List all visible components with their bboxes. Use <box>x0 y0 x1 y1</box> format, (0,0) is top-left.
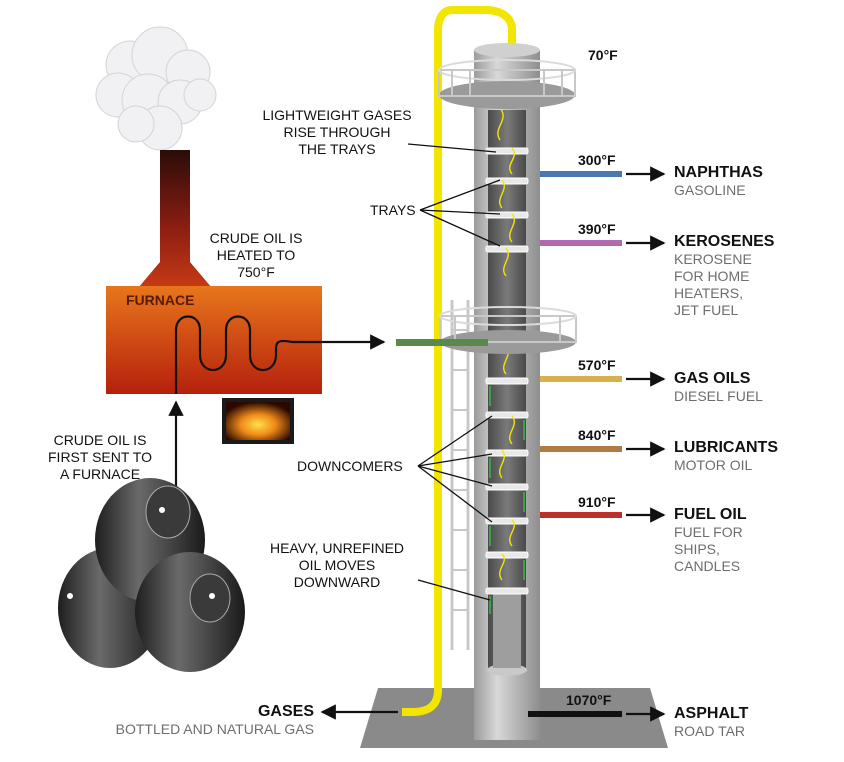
product-kerosenes: KEROSENES KEROSENE FOR HOME HEATERS, JET… <box>674 232 774 319</box>
smoke-cloud-icon <box>95 26 217 151</box>
temp-fuel-oil: 910°F <box>578 494 616 510</box>
tower-inner <box>488 110 526 670</box>
gases-desc: BOTTLED AND NATURAL GAS <box>115 721 314 737</box>
product-lubricants: LUBRICANTS MOTOR OIL <box>674 438 778 474</box>
downcomer-arrows <box>489 386 525 614</box>
temp-lubricants: 840°F <box>578 427 616 443</box>
product-name: LUBRICANTS <box>674 439 778 456</box>
trays-label: TRAYS <box>370 202 416 218</box>
heavy-oil-line-1: HEAVY, UNREFINED <box>269 540 405 556</box>
product-desc: MOTOR OIL <box>674 457 753 473</box>
lightweight-gases-line-2: RISE THROUGH <box>283 124 391 140</box>
furnace-label: FURNACE <box>126 292 195 308</box>
draw-pipes <box>528 171 622 717</box>
temp-kerosenes: 390°F <box>578 221 616 237</box>
fire-icon <box>226 402 290 440</box>
callout-lines <box>407 143 501 601</box>
tower-top <box>474 43 540 57</box>
bottom-sump <box>493 590 521 668</box>
temp-gas-oils: 570°F <box>578 357 616 373</box>
product-desc: FUEL FOR <box>674 524 743 540</box>
gas-pipe <box>402 6 516 716</box>
heavy-oil-label: HEAVY, UNREFINED OIL MOVES DOWNWARD <box>262 540 412 591</box>
heating-coil-pipe <box>174 315 386 394</box>
gases-name: GASES <box>257 703 314 720</box>
product-desc: JET FUEL <box>674 302 739 318</box>
crude-first-label: CRUDE OIL IS FIRST SENT TO A FURNACE <box>40 432 160 483</box>
lightweight-gases-line-3: THE TRAYS <box>298 141 376 157</box>
product-fuel-oil: FUEL OIL FUEL FOR SHIPS, CANDLES <box>674 505 747 575</box>
product-name: NAPHTHAS <box>674 164 763 181</box>
product-name: KEROSENES <box>674 233 775 250</box>
product-name: GAS OILS <box>674 370 751 387</box>
product-desc: ROAD TAR <box>674 723 746 739</box>
temp-asphalt: 1070°F <box>566 692 612 708</box>
ladder-rungs <box>452 329 468 611</box>
arrow-right-icon <box>626 166 666 722</box>
top-temp-label: 70°F <box>588 47 618 63</box>
product-name: ASPHALT <box>674 705 749 722</box>
product-desc: CANDLES <box>674 558 741 574</box>
inlet-pipe <box>396 339 488 346</box>
product-desc: HEATERS, <box>674 285 743 301</box>
crude-heated-line-2: HEATED TO <box>216 247 296 263</box>
crude-heated-line-3: 750°F <box>237 264 275 280</box>
product-desc: GASOLINE <box>674 182 746 198</box>
crude-heated-line-1: CRUDE OIL IS <box>209 230 303 246</box>
product-name: FUEL OIL <box>674 506 747 523</box>
heavy-oil-line-3: DOWNWARD <box>293 574 381 590</box>
oil-barrel-icon <box>58 478 245 672</box>
product-desc: FOR HOME <box>674 268 750 284</box>
product-desc: KEROSENE <box>674 251 752 267</box>
lightweight-gases-line-1: LIGHTWEIGHT GASES <box>262 107 412 123</box>
crude-first-line-2: FIRST SENT TO <box>48 449 152 465</box>
product-desc: SHIPS, <box>674 541 720 557</box>
downcomers-label: DOWNCOMERS <box>297 458 403 474</box>
heavy-oil-line-2: OIL MOVES <box>298 557 376 573</box>
product-gas-oils: GAS OILS DIESEL FUEL <box>674 369 763 405</box>
product-naphthas: NAPHTHAS GASOLINE <box>674 163 763 199</box>
product-desc: DIESEL FUEL <box>674 388 763 404</box>
crude-heated-label: CRUDE OIL IS HEATED TO 750°F <box>196 230 316 281</box>
lightweight-gases-label: LIGHTWEIGHT GASES RISE THROUGH THE TRAYS <box>252 107 422 158</box>
temp-naphthas: 300°F <box>578 152 616 168</box>
vapor-flow <box>497 107 515 581</box>
ladder <box>450 300 470 650</box>
chimney <box>138 150 212 288</box>
mid-platform <box>439 306 577 354</box>
top-platform <box>438 59 576 109</box>
trays <box>485 147 529 595</box>
crude-first-line-1: CRUDE OIL IS <box>53 432 147 448</box>
crude-first-line-3: A FURNACE <box>59 466 141 482</box>
product-asphalt: ASPHALT ROAD TAR <box>674 704 748 740</box>
product-gases: GASES BOTTLED AND NATURAL GAS <box>60 702 314 738</box>
